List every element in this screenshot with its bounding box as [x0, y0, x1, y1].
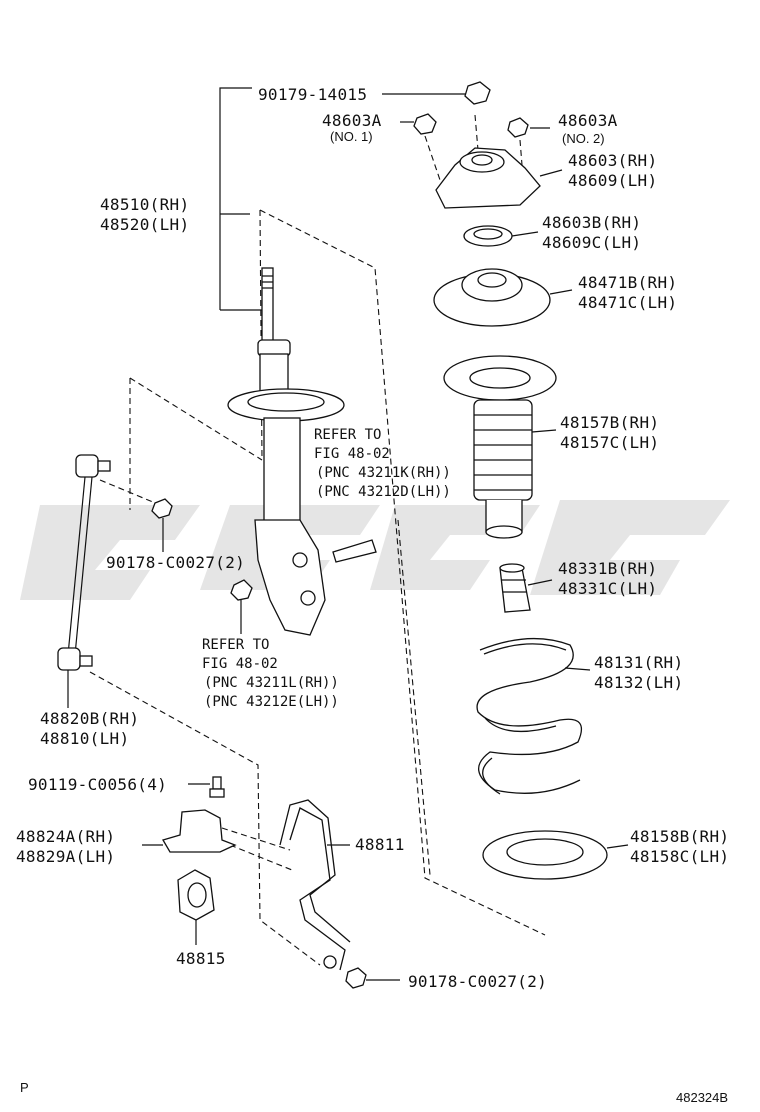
label-bumper-lh: 48331C(LH)	[558, 579, 657, 598]
bound-stopper	[499, 563, 531, 613]
lower-spring-seat	[482, 830, 608, 880]
label-refer1-line1: REFER TO	[314, 427, 381, 443]
label-boot-lh: 48157C(LH)	[560, 433, 659, 452]
link-nut-lower	[345, 967, 367, 989]
label-bearing-rh: 48603B(RH)	[542, 213, 641, 232]
support-nut-no1	[413, 113, 437, 135]
label-support-rh: 48603(RH)	[568, 151, 657, 170]
label-seat-lh: 48471C(LH)	[578, 293, 677, 312]
label-boot-rh: 48157B(RH)	[560, 413, 659, 432]
label-support-lh: 48609(LH)	[568, 171, 657, 190]
shock-absorber	[227, 267, 377, 636]
stabilizer-bushing	[177, 869, 215, 921]
strut-support	[424, 114, 541, 209]
label-bushing: 48815	[176, 949, 226, 968]
label-bearing-lh: 48609C(LH)	[542, 233, 641, 252]
stabilizer-bracket	[162, 776, 237, 853]
label-refer2-line4: (PNC 43212E(LH))	[204, 694, 339, 710]
label-bracket-lh: 48829A(LH)	[16, 847, 115, 866]
label-nut-link-upper: 90178-C0027(2)	[106, 553, 245, 572]
support-nut-no2	[507, 117, 529, 138]
label-support-nut-no2: 48603A	[558, 111, 618, 130]
label-link-rh: 48820B(RH)	[40, 709, 139, 728]
label-stabilizer-bar: 48811	[355, 835, 405, 854]
label-spring-rh: 48131(RH)	[594, 653, 683, 672]
label-refer1-line4: (PNC 43212D(LH))	[316, 484, 451, 500]
label-bumper-rh: 48331B(RH)	[558, 559, 657, 578]
stabilizer-link	[57, 454, 111, 671]
label-lower-seat-lh: 48158C(LH)	[630, 847, 729, 866]
corner-mark: P	[20, 1080, 29, 1095]
coil-spring	[476, 637, 583, 795]
assembly-outline	[89, 209, 546, 966]
label-seat-rh: 48471B(RH)	[578, 273, 677, 292]
spring-bumper-boot	[443, 355, 557, 539]
link-nut-upper	[151, 498, 173, 519]
label-bolt-bracket: 90119-C0056(4)	[28, 775, 167, 794]
label-lower-seat-rh: 48158B(RH)	[630, 827, 729, 846]
top-nut	[464, 81, 491, 105]
label-refer1-line2: FIG 48-02	[314, 446, 390, 462]
label-support-nut-no1: 48603A	[322, 111, 382, 130]
label-absorber-lh: 48520(LH)	[100, 215, 189, 234]
label-bracket-rh: 48824A(RH)	[16, 827, 115, 846]
label-link-lh: 48810(LH)	[40, 729, 129, 748]
label-refer2-line3: (PNC 43211L(RH))	[204, 675, 339, 691]
stabilizer-bar	[279, 799, 351, 971]
label-refer2-line2: FIG 48-02	[202, 656, 278, 672]
label-absorber-rh: 48510(RH)	[100, 195, 189, 214]
bearing	[463, 225, 513, 247]
label-refer1-line3: (PNC 43211K(RH))	[316, 465, 451, 481]
leader-lines	[67, 87, 629, 981]
label-spring-lh: 48132(LH)	[594, 673, 683, 692]
label-refer2-line1: REFER TO	[202, 637, 269, 653]
label-support-nut-no2-note: (NO. 2)	[562, 131, 605, 146]
label-bolt-top: 90179-14015	[258, 85, 367, 104]
knuckle-nut	[230, 579, 253, 601]
diagram-id: 482324B	[676, 1090, 728, 1105]
upper-spring-seat	[433, 268, 551, 327]
label-nut-link-lower: 90178-C0027(2)	[408, 972, 547, 991]
label-support-nut-no1-note: (NO. 1)	[330, 129, 373, 144]
